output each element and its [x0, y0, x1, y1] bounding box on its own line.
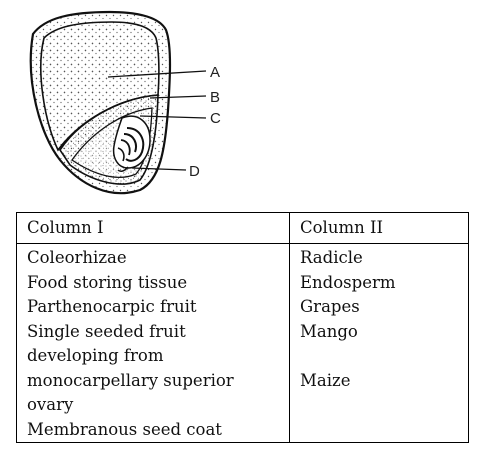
- column-1-cell: Coleorhizae Food storing tissue Partheno…: [16, 243, 290, 443]
- column-1-header: Column I: [16, 212, 290, 244]
- column-1-item: Membranous seed coat: [27, 419, 222, 439]
- label-d: D: [189, 163, 200, 180]
- column-2-header: Column II: [289, 212, 469, 244]
- column-2-item: Mango: [300, 321, 358, 341]
- leader-line-d: [131, 167, 187, 171]
- column-2-item: Maize: [300, 370, 351, 390]
- leader-line-c: [139, 115, 207, 119]
- label-b: B: [210, 89, 220, 106]
- column-2-cell: Radicle Endosperm Grapes Mango Maize: [289, 243, 469, 443]
- match-the-columns-table: Column I Column II Coleorhizae Food stor…: [16, 212, 469, 443]
- column-1-item: Single seeded fruit: [27, 321, 186, 341]
- label-c: C: [210, 110, 221, 127]
- column-1-item: Food storing tissue: [27, 272, 188, 292]
- leader-line-a: [107, 70, 207, 78]
- column-2-item: [300, 344, 468, 369]
- column-1-item: Coleorhizae: [27, 248, 127, 267]
- leader-line-b: [149, 95, 207, 99]
- column-2-item: Grapes: [300, 297, 360, 316]
- column-1-item: ovary: [27, 395, 74, 414]
- column-2-item: Radicle: [300, 248, 363, 267]
- embryo-axis: [112, 115, 151, 172]
- endosperm-region: [40, 21, 160, 152]
- table-row: Coleorhizae Food storing tissue Partheno…: [16, 243, 469, 443]
- column-1-item: monocarpellary superior: [27, 370, 234, 390]
- table-header-row: Column I Column II: [16, 212, 469, 244]
- seed-diagram: A B C D: [29, 10, 221, 195]
- column-2-item: Endosperm: [300, 272, 396, 292]
- column-1-item: Parthenocarpic fruit: [27, 297, 197, 316]
- label-a: A: [210, 64, 220, 81]
- column-1-item: developing from: [27, 346, 164, 365]
